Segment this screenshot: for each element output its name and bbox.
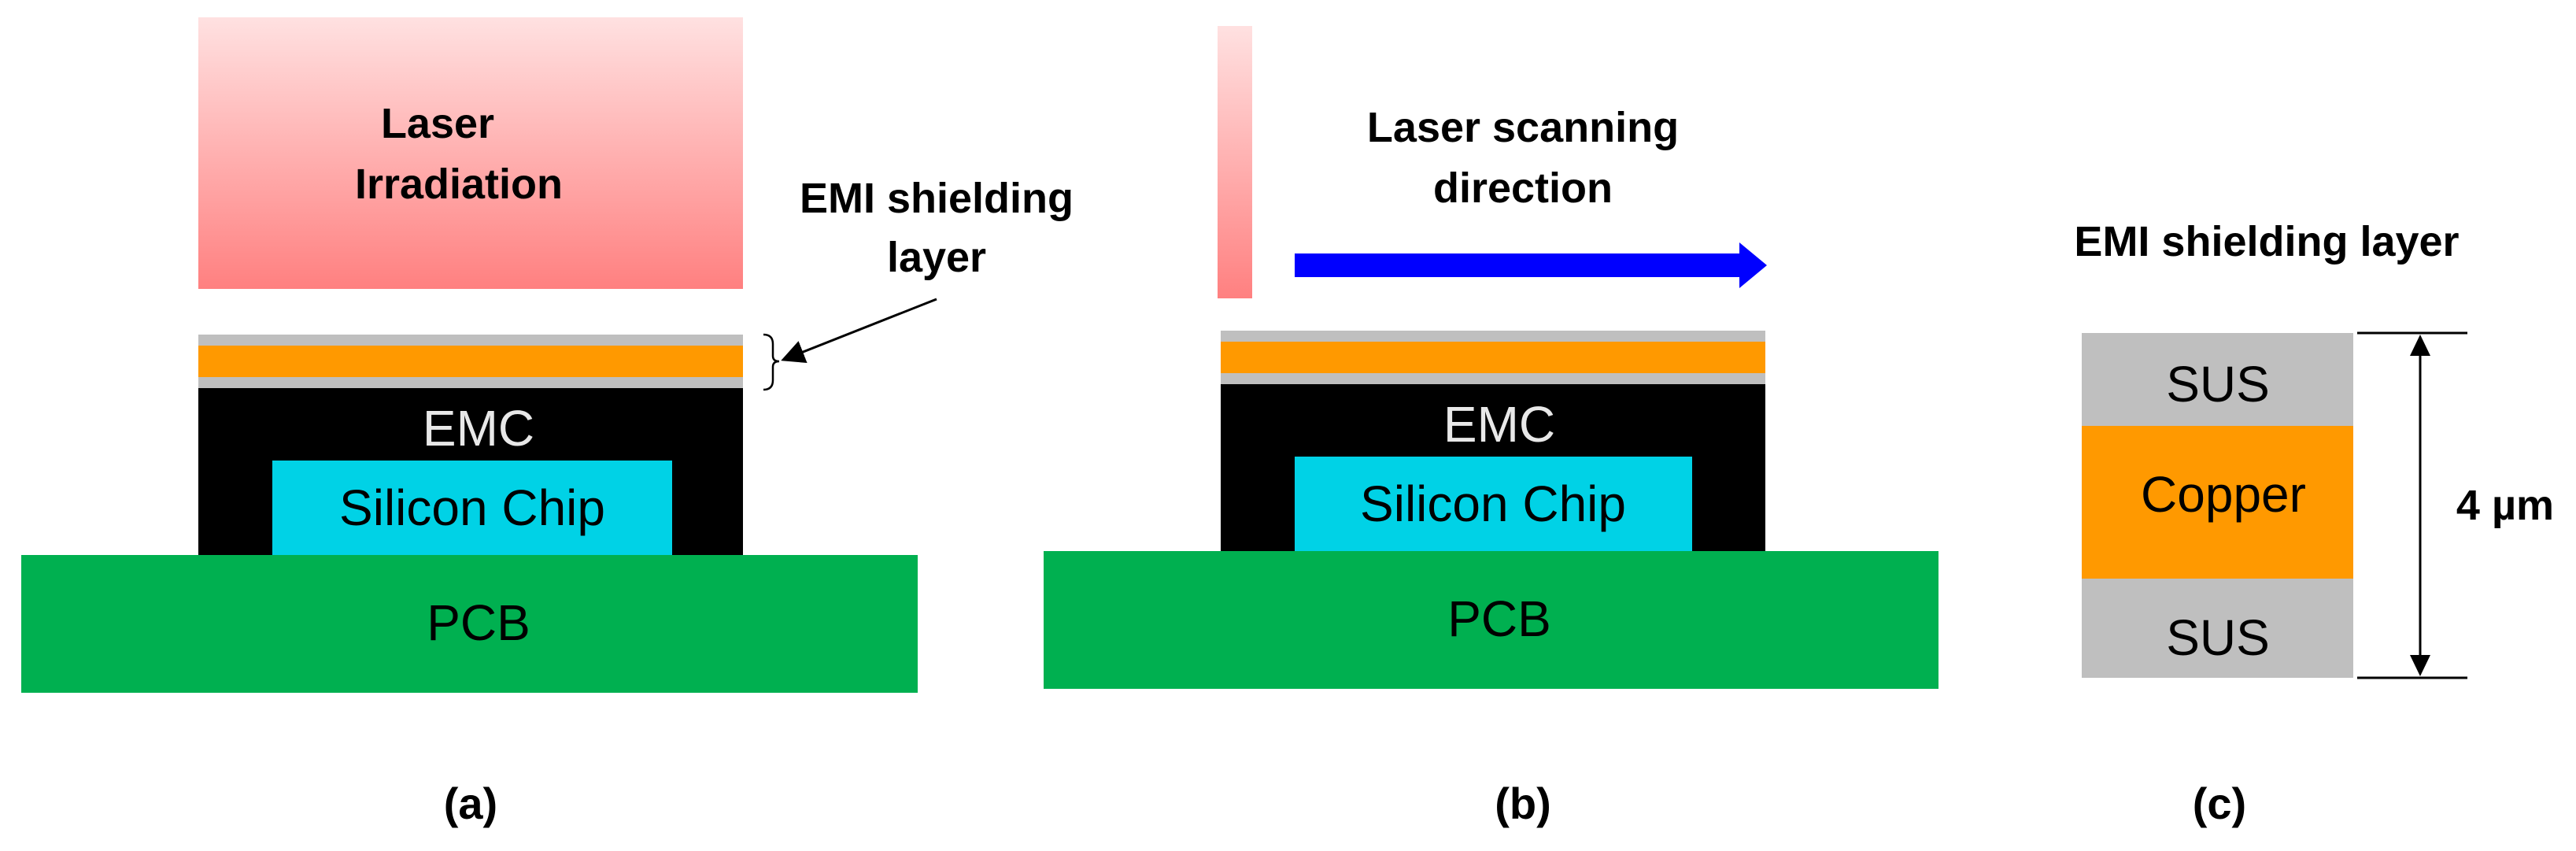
caption-b: (b) [1495,779,1551,828]
copper-label: Copper [2141,466,2306,523]
silicon-chip-a [272,461,672,555]
sus-bottom-label: SUS [2166,609,2270,666]
dim-arrowhead-bottom [2410,655,2430,676]
caption-a: (a) [444,779,497,828]
copper-layer-a [198,346,743,377]
emi-label-line1: EMI shielding [800,175,1074,222]
emc-label-a: EMC [423,400,534,457]
pcb-b [1044,551,1938,689]
panel-c: EMI shielding layer SUS Copper SUS 4 µm … [2074,218,2554,828]
sus-bottom-c [2082,579,2353,678]
chip-label-a: Silicon Chip [339,479,605,536]
pcb-a [21,555,918,693]
copper-c [2082,426,2353,579]
panel-a: Laser Irradiation EMC Silicon Chip PCB E… [21,17,1074,828]
chip-label-b: Silicon Chip [1360,475,1626,532]
laser-beam-a [198,17,743,289]
scan-direction-arrow [1295,242,1767,288]
panel-b: Laser scanning direction EMC Silicon Chi… [1044,26,1938,828]
silicon-chip-b [1295,457,1692,551]
sus-top-layer-b [1221,331,1765,342]
caption-c: (c) [2193,779,2246,828]
pcb-label-b: PCB [1447,590,1551,647]
layer-title: EMI shielding layer [2074,218,2459,265]
laser-beam-b [1218,26,1252,298]
emi-label-line2: layer [887,234,986,281]
sus-bottom-layer-b [1221,373,1765,384]
laser-label-line2: Irradiation [355,161,563,208]
sus-top-layer-a [198,335,743,346]
shielding-bracket [763,333,780,391]
sus-bottom-layer-a [198,377,743,388]
sus-top-label: SUS [2166,356,2270,413]
dim-arrowhead-top [2410,335,2430,356]
laser-label-line1: Laser [381,100,494,147]
sus-top-c [2082,333,2353,426]
emi-pointer-arrow [781,298,937,364]
scan-label-line2: direction [1433,165,1613,212]
scan-label-line1: Laser scanning [1367,104,1679,151]
emc-label-b: EMC [1443,396,1555,453]
pcb-label-a: PCB [427,594,530,651]
thickness-label: 4 µm [2456,482,2554,529]
copper-layer-b [1221,342,1765,373]
